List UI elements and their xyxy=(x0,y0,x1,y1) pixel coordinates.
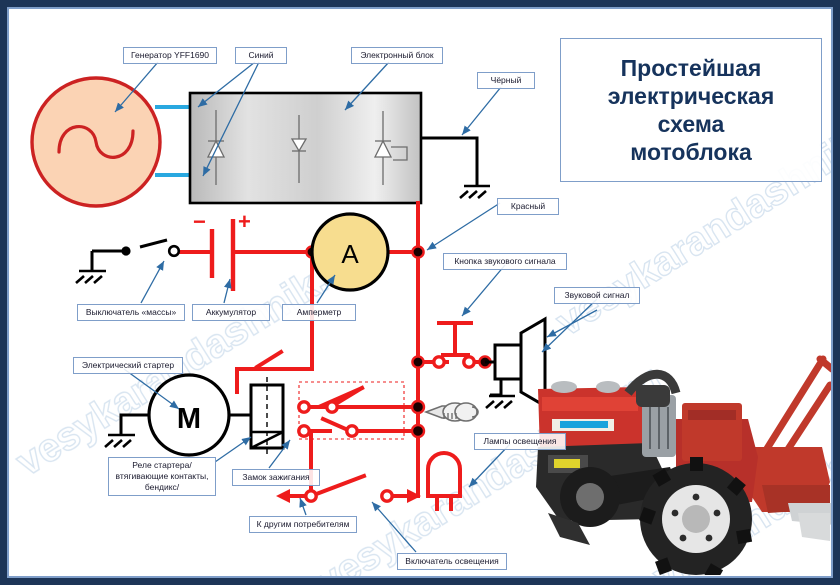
label-red-wire: Красный xyxy=(497,198,559,215)
title-box: Простейшая электрическая схема мотоблока xyxy=(560,38,822,182)
title-line-3: схема xyxy=(657,111,725,137)
label-ignition-lock: Замок зажигания xyxy=(232,469,320,486)
page-title: Простейшая электрическая схема мотоблока xyxy=(608,54,775,166)
mass-switch-symbol xyxy=(75,238,181,284)
electronic-block xyxy=(188,91,423,205)
battery-plus-sign: + xyxy=(238,209,251,234)
label-mass-switch: Выключатель «массы» xyxy=(77,304,185,321)
title-line-1: Простейшая xyxy=(620,55,762,81)
ground-symbol-black-top xyxy=(459,184,490,199)
starter-motor-symbol: M xyxy=(104,373,251,457)
terminal-circles xyxy=(297,355,476,503)
ignition-lock-box xyxy=(298,381,405,440)
battery-polarity: − + xyxy=(193,209,251,234)
blue-wires xyxy=(155,105,190,177)
label-electric-starter: Электрический стартер xyxy=(73,357,183,374)
label-starter-relay: Реле стартера/ втягивающие контакты, бен… xyxy=(108,457,216,496)
label-generator: Генератор YFF1690 xyxy=(123,47,217,64)
lamp-symbol xyxy=(426,451,462,511)
label-light-switch: Включатель освещения xyxy=(397,553,507,570)
ammeter-letter: A xyxy=(341,239,359,269)
label-ammeter: Амперметр xyxy=(282,304,356,321)
label-horn: Звуковой сигнал xyxy=(554,287,640,304)
label-blue-wire: Синий xyxy=(235,47,287,64)
label-lighting-lamps: Лампы освещения xyxy=(474,433,566,450)
title-line-4: мотоблока xyxy=(630,139,752,165)
label-battery: Аккумулятор xyxy=(192,304,270,321)
leader-lines xyxy=(114,61,598,553)
black-output-wire xyxy=(421,136,479,185)
label-black-wire: Чёрный xyxy=(477,72,535,89)
motor-letter: M xyxy=(177,403,201,435)
title-line-2: электрическая xyxy=(607,83,775,109)
ammeter-symbol: A xyxy=(310,212,390,292)
label-horn-button: Кнопка звукового сигнала xyxy=(443,253,567,270)
key-icon xyxy=(423,402,479,422)
walk-behind-tractor-photo xyxy=(536,355,833,575)
label-electronic-block: Электронный блок xyxy=(351,47,443,64)
red-arrowheads xyxy=(276,489,421,503)
battery-minus-sign: − xyxy=(193,209,206,234)
battery-symbol xyxy=(209,219,236,291)
generator-symbol xyxy=(30,76,162,208)
starter-relay-symbol xyxy=(249,377,285,455)
label-other-consumers: К другим потребителям xyxy=(249,516,357,533)
